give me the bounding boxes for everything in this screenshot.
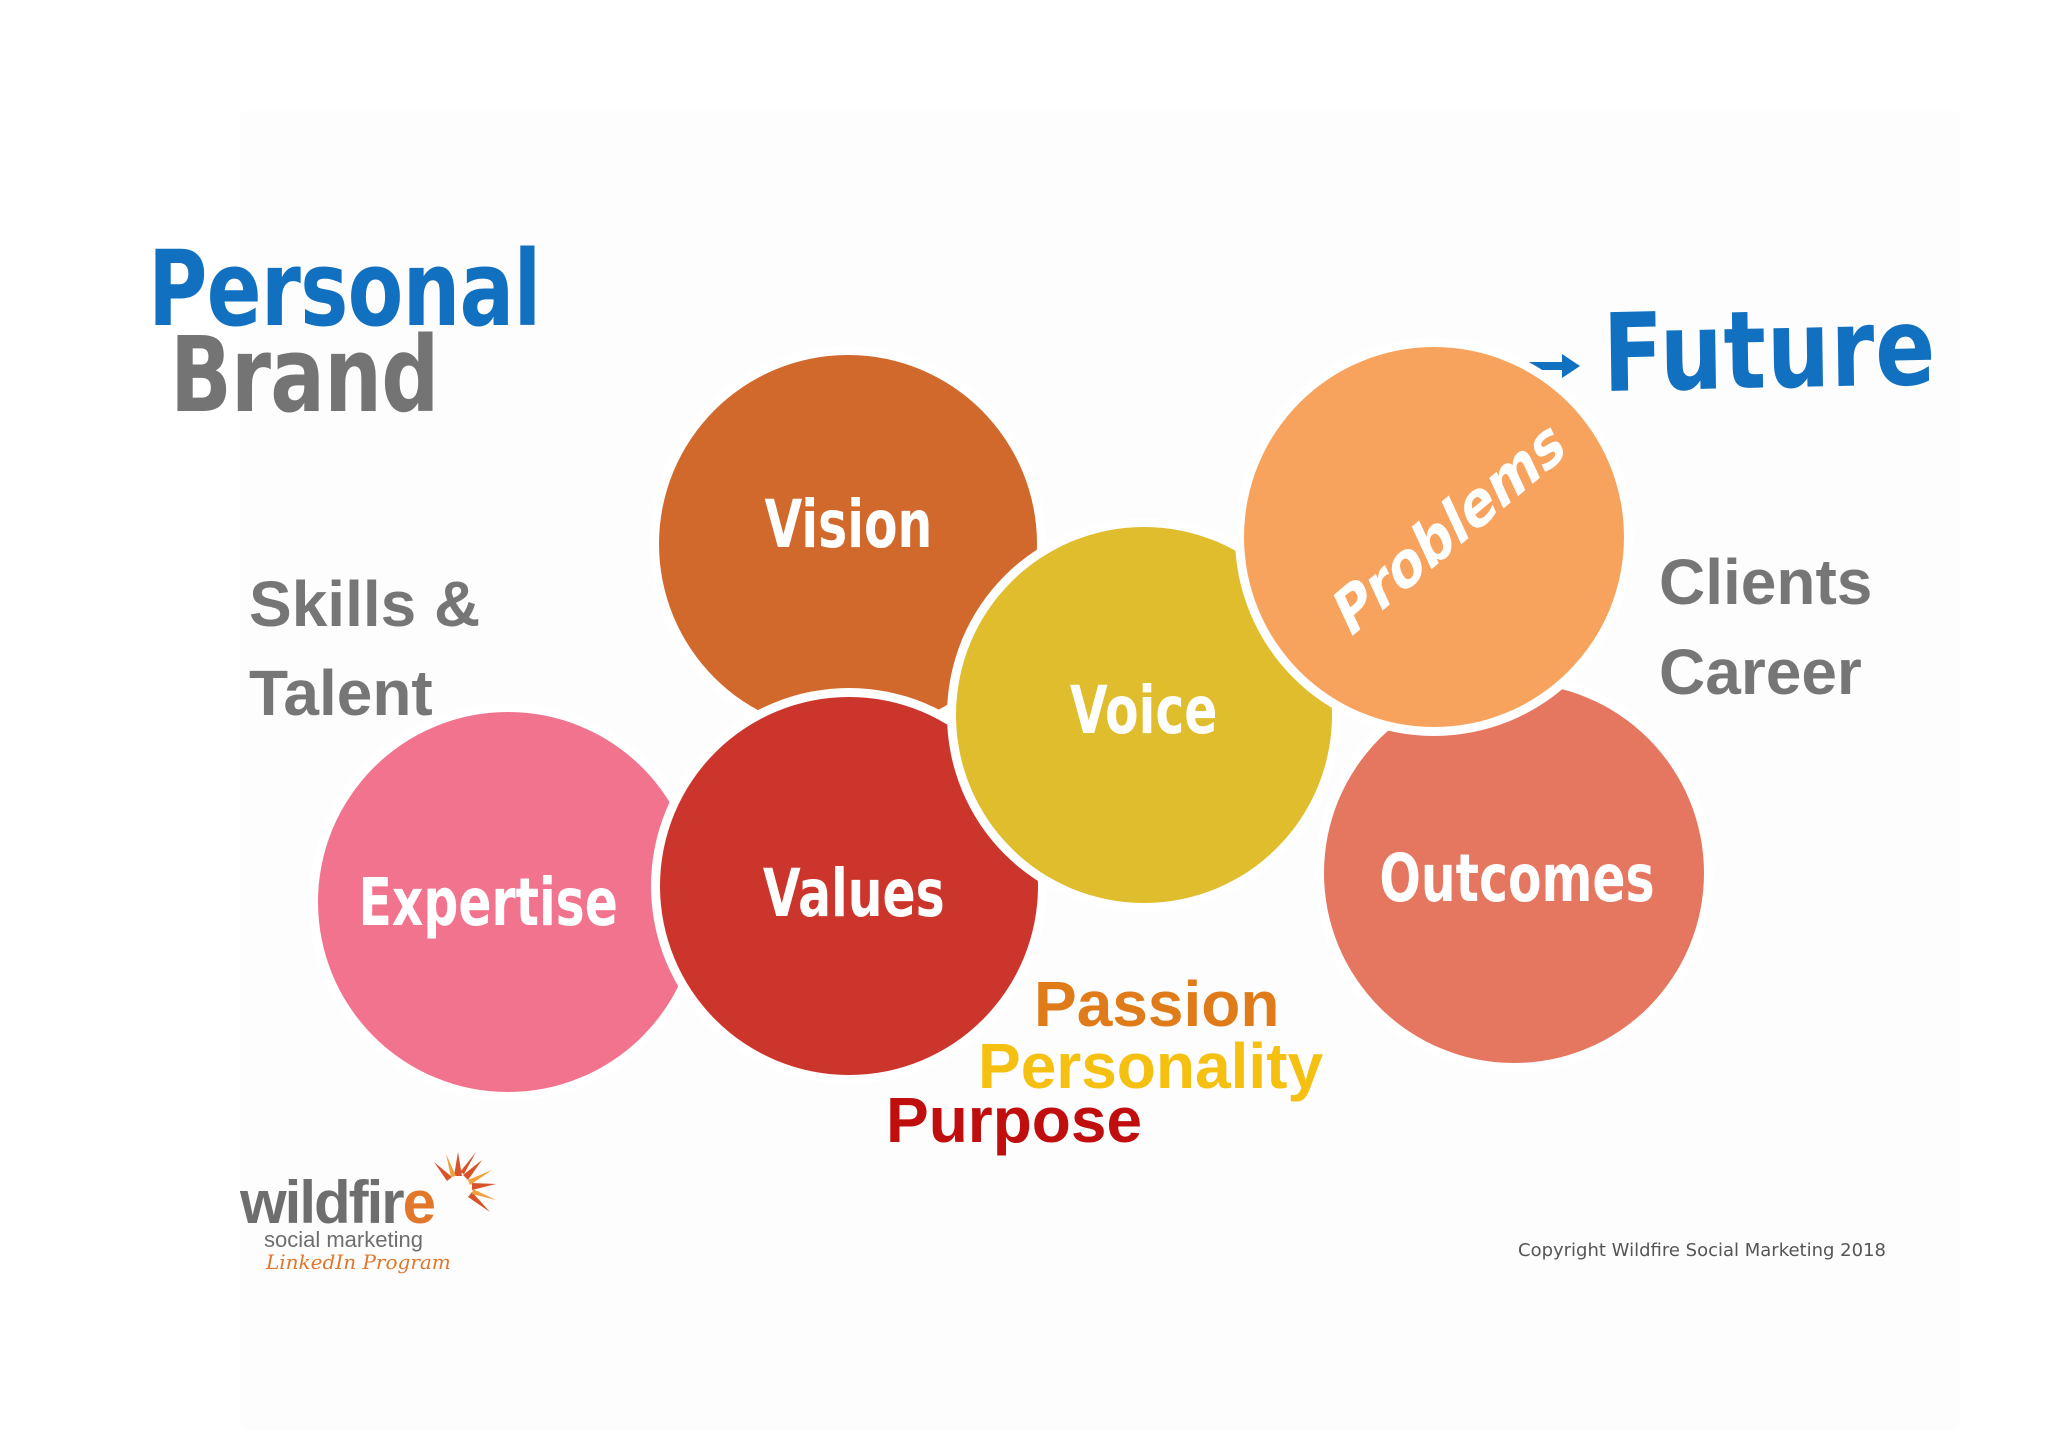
skills-text: Skills & xyxy=(249,568,481,640)
title-personal: Personal xyxy=(148,228,541,350)
logo-wordmark: wildfire xyxy=(240,1168,436,1237)
circle-outcomes: Outcomes xyxy=(1324,683,1704,1063)
logo-subtitle: social marketing xyxy=(264,1227,423,1252)
circle-problems: Problems xyxy=(1244,347,1624,727)
circle-label-values: Values xyxy=(763,855,945,932)
copyright-text: Copyright Wildfire Social Marketing 2018 xyxy=(1518,1240,1886,1261)
title-brand: Brand xyxy=(170,314,439,436)
wildfire-logo: wildfire social marketing LinkedIn Progr… xyxy=(240,1150,500,1280)
circle-label-expertise: Expertise xyxy=(358,863,618,941)
flame-sun-icon xyxy=(434,1152,496,1212)
clients-text: Clients xyxy=(1659,546,1873,618)
logo-wordmark-e: e xyxy=(402,1169,436,1236)
future-label: Future xyxy=(1602,284,1937,417)
circle-expertise: Expertise xyxy=(318,712,698,1092)
circle-label-problems: Problems xyxy=(1324,401,1574,653)
logo-wordmark-main: wildfir xyxy=(240,1169,405,1236)
circle-label-voice: Voice xyxy=(1070,671,1218,749)
arrow-right-icon xyxy=(1528,354,1580,378)
career-text: Career xyxy=(1659,636,1862,708)
circle-label-outcomes: Outcomes xyxy=(1378,839,1655,917)
personality-text: Personality xyxy=(978,1030,1324,1102)
passion-text: Passion xyxy=(1034,968,1280,1040)
logo-program: LinkedIn Program xyxy=(266,1250,451,1274)
circle-label-vision: Vision xyxy=(764,485,932,563)
talent-text: Talent xyxy=(249,657,433,729)
purpose-text: Purpose xyxy=(886,1084,1143,1156)
